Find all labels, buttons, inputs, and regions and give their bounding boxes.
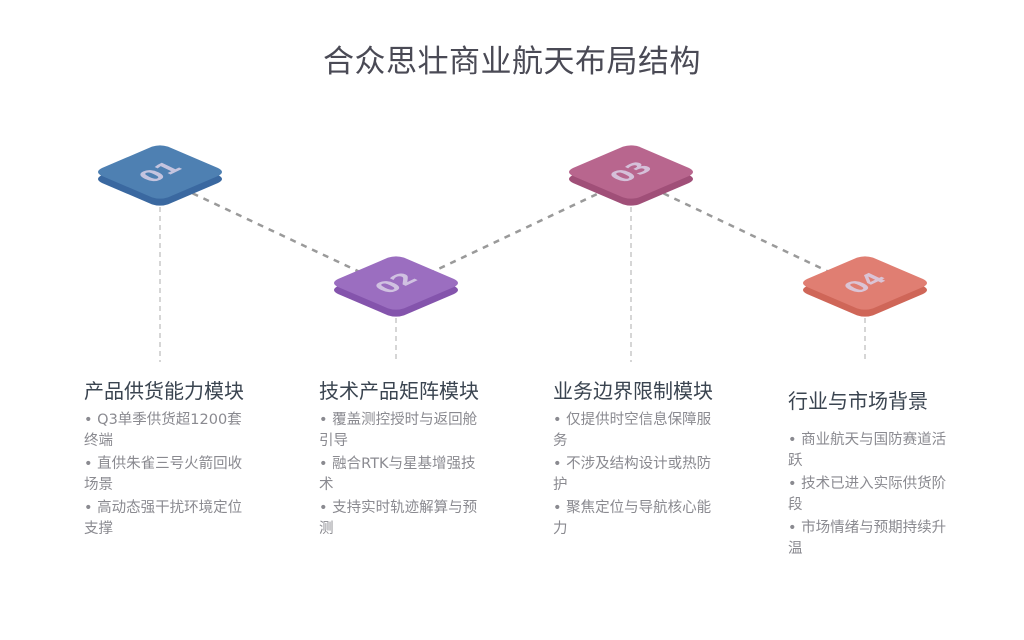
step-bullets: Q3单季供货超1200套终端 直供朱雀三号火箭回收场景 高动态强干扰环境定位支撑 [84, 410, 244, 540]
step-tile-3: 03 [569, 145, 693, 206]
step-card-4: 行业与市场背景 商业航天与国防赛道活跃 技术已进入实际供货阶段 市场情绪与预期持… [788, 388, 948, 562]
bullet-item: 覆盖测控授时与返回舱引导 [319, 410, 479, 452]
step-card-1: 产品供货能力模块 Q3单季供货超1200套终端 直供朱雀三号火箭回收场景 高动态… [84, 378, 244, 542]
step-card-3: 业务边界限制模块 仅提供时空信息保障服务 不涉及结构设计或热防护 聚焦定位与导航… [553, 378, 713, 542]
bullet-item: 支持实时轨迹解算与预测 [319, 498, 479, 540]
connector-line [159, 176, 397, 291]
bullet-item: Q3单季供货超1200套终端 [84, 410, 244, 452]
bullet-item: 市场情绪与预期持续升温 [788, 518, 948, 560]
bullet-item: 不涉及结构设计或热防护 [553, 454, 713, 496]
bullet-item: 融合RTK与星基增强技术 [319, 454, 479, 496]
bullet-item: 高动态强干扰环境定位支撑 [84, 498, 244, 540]
diagram-title: 合众思壮商业航天布局结构 [323, 44, 701, 80]
step-heading: 技术产品矩阵模块 [319, 379, 479, 403]
tile-top [569, 145, 693, 199]
step-heading: 产品供货能力模块 [84, 379, 244, 403]
connector-line [395, 176, 632, 291]
step-tile-4: 04 [803, 256, 927, 317]
connector-lines [159, 176, 866, 291]
tile-top [803, 256, 927, 310]
bullet-item: 仅提供时空信息保障服务 [553, 410, 713, 452]
tile-top [98, 145, 222, 199]
tile-top [334, 256, 458, 310]
step-tile-2: 02 [334, 256, 458, 317]
step-tile-1: 01 [98, 145, 222, 206]
bullet-item: 聚焦定位与导航核心能力 [553, 498, 713, 540]
step-heading: 业务边界限制模块 [553, 379, 713, 403]
drop-lines [159, 207, 866, 362]
step-bullets: 覆盖测控授时与返回舱引导 融合RTK与星基增强技术 支持实时轨迹解算与预测 [319, 410, 479, 540]
step-card-2: 技术产品矩阵模块 覆盖测控授时与返回舱引导 融合RTK与星基增强技术 支持实时轨… [319, 378, 479, 542]
bullet-item: 直供朱雀三号火箭回收场景 [84, 454, 244, 496]
step-bullets: 商业航天与国防赛道活跃 技术已进入实际供货阶段 市场情绪与预期持续升温 [788, 430, 948, 560]
step-tiles: 01 02 03 04 [98, 145, 927, 317]
step-bullets: 仅提供时空信息保障服务 不涉及结构设计或热防护 聚焦定位与导航核心能力 [553, 410, 713, 540]
bullet-item: 技术已进入实际供货阶段 [788, 474, 948, 516]
step-heading: 行业与市场背景 [788, 389, 928, 413]
bullet-item: 商业航天与国防赛道活跃 [788, 430, 948, 472]
